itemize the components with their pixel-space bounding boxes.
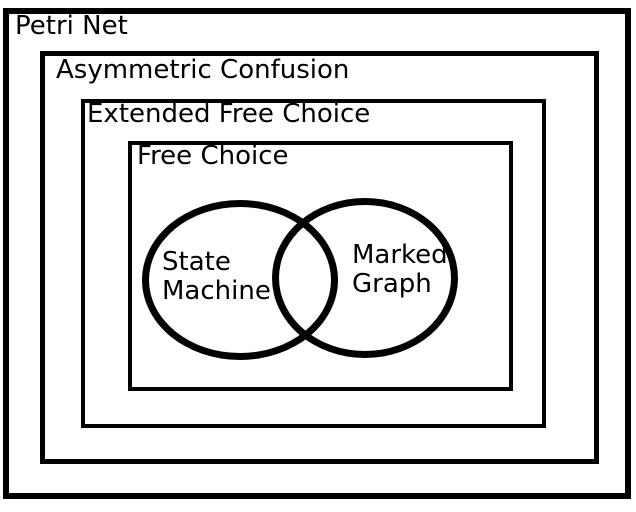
petri-net-box — [3, 8, 631, 499]
marked-graph-label: Marked Graph — [352, 241, 448, 299]
petri-net-label: Petri Net — [15, 11, 128, 41]
asymmetric-confusion-box — [40, 51, 599, 464]
marked-graph-label-line2: Graph — [352, 269, 432, 299]
state-machine-label-line2: Machine — [162, 276, 271, 306]
extended-free-choice-box — [81, 99, 546, 428]
extended-free-choice-label: Extended Free Choice — [87, 99, 371, 129]
free-choice-box — [128, 141, 513, 391]
state-machine-label: State Machine — [162, 248, 271, 306]
asymmetric-confusion-label: Asymmetric Confusion — [56, 55, 350, 85]
state-machine-label-line1: State — [162, 247, 231, 277]
free-choice-label: Free Choice — [137, 141, 289, 171]
marked-graph-ellipse — [272, 198, 458, 358]
marked-graph-label-line1: Marked — [352, 240, 448, 270]
